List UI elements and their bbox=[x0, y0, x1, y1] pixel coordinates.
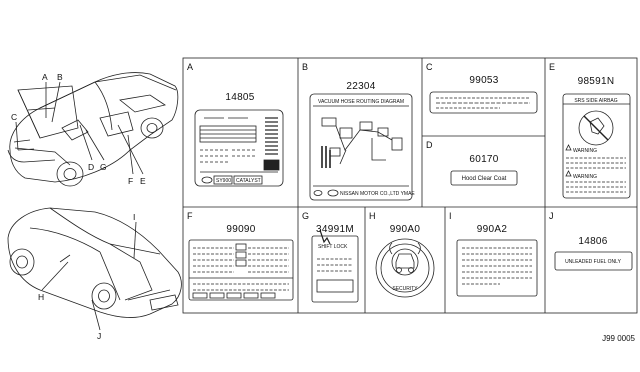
cell-letter-c: C bbox=[426, 62, 433, 72]
label-h-text: SECURITY bbox=[392, 286, 418, 292]
label-e-graphic bbox=[562, 93, 631, 199]
label-h-graphic bbox=[375, 238, 435, 298]
label-e-title-text: SRS SIDE AIRBAG bbox=[574, 98, 617, 104]
label-g-text: SHIFT LOCK bbox=[318, 244, 348, 250]
part-number-a: 14805 bbox=[225, 92, 254, 103]
callout-letter-i: I bbox=[133, 212, 135, 222]
diagram-id: J99 0005 bbox=[602, 334, 635, 343]
part-number-b: 22304 bbox=[346, 81, 375, 92]
label-a-graphic bbox=[194, 109, 284, 187]
label-i-graphic bbox=[456, 239, 538, 297]
cell-letter-g: G bbox=[302, 211, 309, 221]
label-j-text: UNLEADED FUEL ONLY bbox=[565, 259, 622, 265]
cell-letter-h: H bbox=[369, 211, 376, 221]
label-a-code-text: SY900 bbox=[216, 178, 231, 184]
callout-letter-c: C bbox=[11, 112, 17, 122]
callout-letter-g: G bbox=[100, 162, 107, 172]
part-number-d: 60170 bbox=[469, 154, 498, 165]
cell-letter-e: E bbox=[549, 62, 555, 72]
label-c-graphic bbox=[429, 91, 538, 114]
label-d-graphic bbox=[450, 170, 518, 186]
callout-letter-b: B bbox=[57, 72, 63, 82]
label-b-graphic bbox=[309, 93, 413, 201]
label-j-graphic bbox=[554, 251, 633, 271]
part-number-i: 990A2 bbox=[477, 224, 508, 235]
label-a-catalyst-text: CATALYST bbox=[236, 178, 261, 184]
label-e-warning-2: WARNING bbox=[573, 174, 597, 180]
label-b-maker-text: NISSAN MOTOR CO.,LTD YMAE bbox=[340, 191, 415, 197]
callout-letter-f: F bbox=[128, 176, 133, 186]
cell-letter-a: A bbox=[187, 62, 193, 72]
label-b-title-text: VACUUM HOSE ROUTING DIAGRAM bbox=[318, 99, 404, 105]
bottom-car-illustration bbox=[7, 207, 182, 318]
part-number-g: 34991M bbox=[316, 224, 354, 235]
bottom-car-leaders bbox=[41, 221, 137, 331]
label-f-graphic bbox=[188, 239, 294, 301]
callout-letter-j: J bbox=[97, 331, 101, 341]
cell-letter-b: B bbox=[302, 62, 308, 72]
part-number-f: 99090 bbox=[226, 224, 255, 235]
part-number-e: 98591N bbox=[578, 76, 615, 87]
callout-letter-a: A bbox=[42, 72, 48, 82]
label-d-text: Hood Clear Coat bbox=[462, 176, 507, 182]
top-car-illustration bbox=[7, 72, 179, 187]
cell-letter-f: F bbox=[187, 211, 193, 221]
callout-letter-e: E bbox=[140, 176, 146, 186]
label-g-graphic bbox=[311, 229, 359, 303]
part-number-h: 990A0 bbox=[390, 224, 421, 235]
cell-letter-d: D bbox=[426, 140, 433, 150]
callout-letter-h: H bbox=[38, 292, 44, 302]
cell-letter-j: J bbox=[549, 211, 554, 221]
label-grid bbox=[182, 57, 638, 314]
label-e-warning-1: WARNING bbox=[573, 148, 597, 154]
callout-letter-d: D bbox=[88, 162, 94, 172]
part-number-c: 99053 bbox=[469, 75, 498, 86]
top-car-leaders bbox=[15, 81, 144, 175]
part-number-j: 14806 bbox=[578, 236, 607, 247]
cell-letter-i: I bbox=[449, 211, 452, 221]
